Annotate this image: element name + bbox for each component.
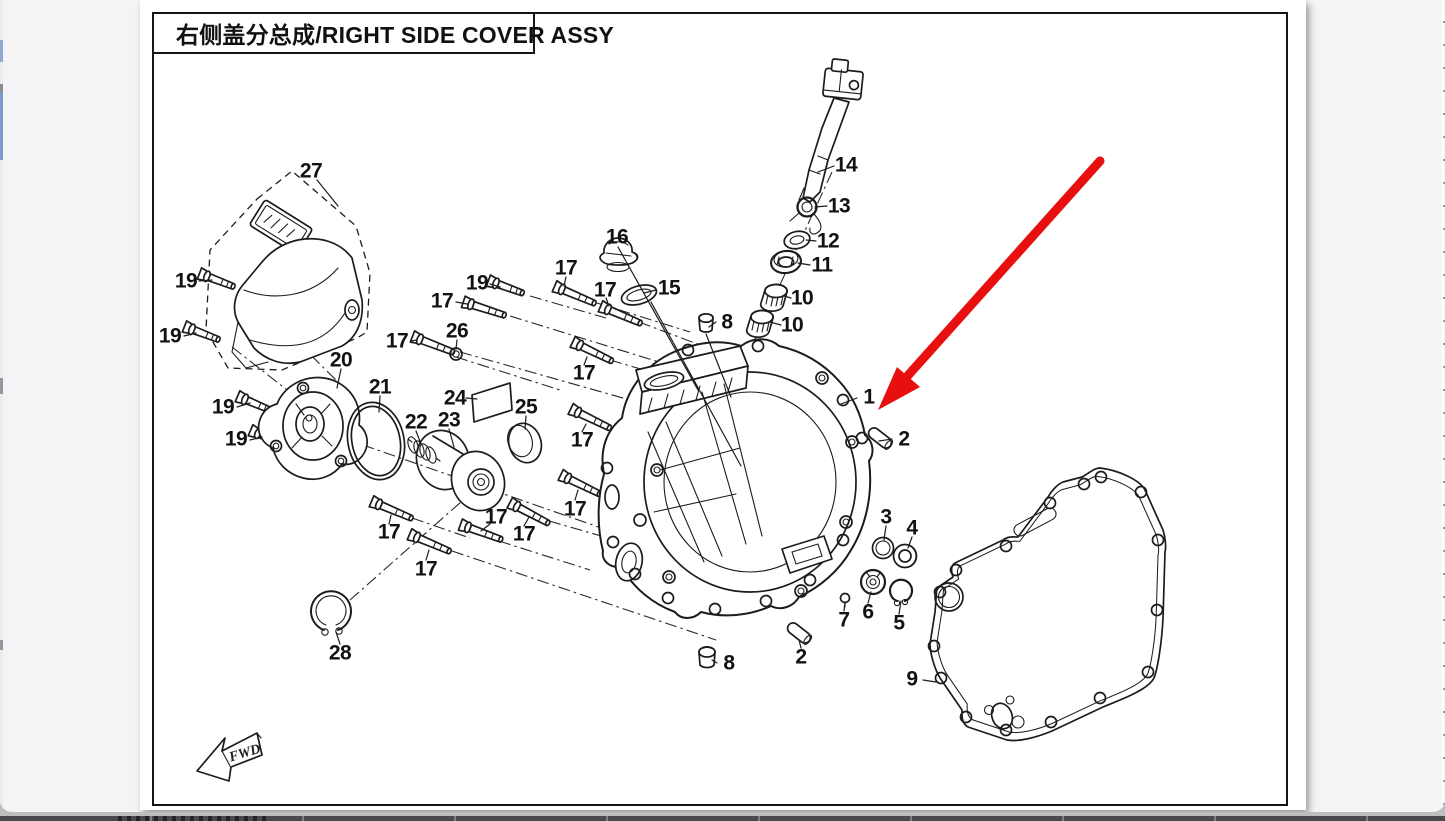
part-1-right-side-cover [597,338,874,619]
part-10-needle-bearings [745,283,788,338]
diagram-title: 右侧盖分总成/RIGHT SIDE COVER ASSY [176,22,614,48]
part-12-washer [783,230,811,250]
part-4-bushing [892,543,918,569]
title-box: 右侧盖分总成/RIGHT SIDE COVER ASSY [152,12,614,54]
bottom-table-ticks [0,816,1445,821]
part-23-rotor [415,429,506,512]
part-9-gasket [927,467,1167,742]
red-arrow-shaft [898,156,1105,386]
fwd-direction-arrow: FWD [196,732,263,782]
part-27-cover [205,170,371,371]
part-20-pump-cover [257,376,369,481]
diagram-frame: 右侧盖分总成/RIGHT SIDE COVER ASSY [152,12,1288,806]
red-arrow [878,156,1105,410]
part-5-circlip [888,578,914,607]
red-arrow-head [878,367,920,410]
part-25-cap [507,422,543,464]
right-edge-ticks [1441,0,1445,812]
part-8-plugs [698,312,716,669]
part-14-shift-shaft [798,58,864,203]
bottom-table-text-smudge [118,816,268,821]
part-21-oring [346,401,406,481]
part-22-spring [407,436,441,464]
part-28-circlip [310,590,352,636]
part-6-oil-seal [859,568,887,596]
bottom-table-edge [0,816,1445,821]
part-24-plate [471,382,513,423]
part-3-oring [871,536,895,560]
part-11-bearing [770,249,802,275]
part-2-dowels [786,427,894,645]
leader-lines [183,165,937,683]
part-16-filler-cap [599,237,639,273]
left-edge-artifact [0,0,3,812]
bottom-window-sliver [0,812,1445,821]
